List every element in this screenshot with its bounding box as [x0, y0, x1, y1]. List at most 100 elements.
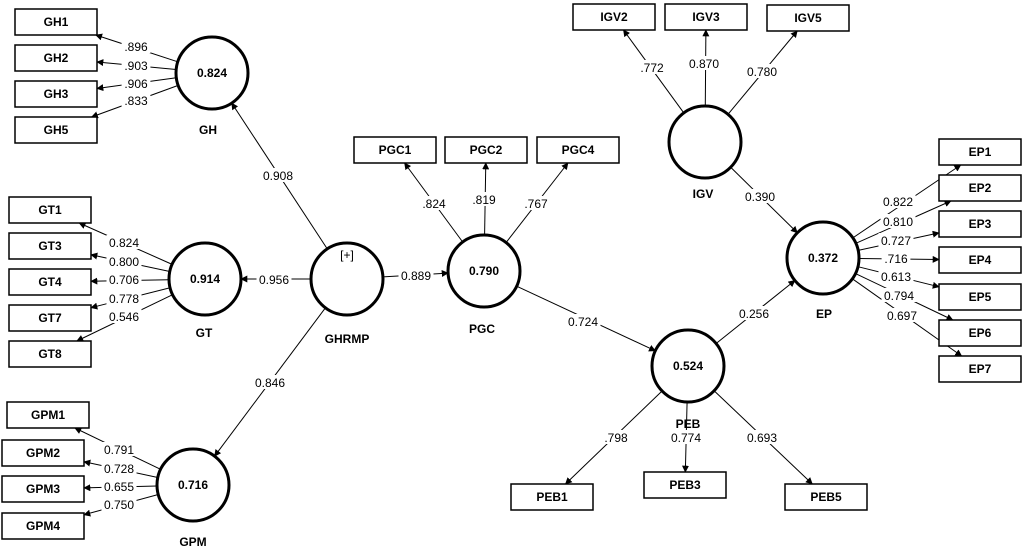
indicator-label-igv5: IGV5 — [794, 11, 822, 25]
path-coef-igv-ep-bg — [742, 189, 778, 203]
loading-value-ep6: 0.794 — [881, 288, 917, 303]
loading-value-ep2-bg — [880, 214, 916, 228]
loading-value-pgc1-text: .824 — [422, 197, 446, 211]
construct-igv[interactable]: IGV — [667, 104, 743, 201]
loading-value-gpm1-text: 0.791 — [104, 443, 134, 457]
construct-ghrmp[interactable]: [+]GHRMP — [309, 241, 385, 346]
indicator-gh2[interactable]: GH2 — [14, 44, 98, 72]
indicator-box-pgc2 — [444, 136, 528, 164]
indicator-box-gt7 — [8, 304, 92, 332]
indicator-label-ep6: EP6 — [969, 326, 992, 340]
indicator-box-gpm2 — [1, 439, 85, 467]
indicator-label-peb1: PEB1 — [536, 490, 568, 504]
indicator-peb5[interactable]: PEB5 — [784, 483, 868, 511]
construct-name-gpm: GPM — [179, 535, 206, 549]
indicator-pgc1[interactable]: PGC1 — [353, 136, 437, 164]
path-coef-peb-ep-text: 0.256 — [739, 307, 769, 321]
indicator-gt7[interactable]: GT7 — [8, 304, 92, 332]
indicator-gh5[interactable]: GH5 — [14, 116, 98, 144]
loading-value-gpm1: 0.791 — [101, 442, 137, 457]
loading-value-gt1: 0.824 — [106, 235, 142, 250]
construct-expand-ghrmp[interactable]: [+] — [340, 248, 354, 262]
indicator-gt8[interactable]: GT8 — [8, 340, 92, 368]
indicator-ep3[interactable]: EP3 — [938, 210, 1022, 238]
path-coef-ghrmp-pgc-bg — [398, 268, 434, 282]
path-coef-peb-ep: 0.256 — [736, 306, 772, 321]
loading-value-ep6-bg — [881, 288, 917, 302]
indicator-box-gt8 — [8, 340, 92, 368]
indicator-label-pgc2: PGC2 — [470, 143, 503, 157]
indicator-pgc2[interactable]: PGC2 — [444, 136, 528, 164]
indicator-label-ep7: EP7 — [969, 362, 992, 376]
path-coef-pgc-peb-text: 0.724 — [568, 315, 598, 329]
indicator-gpm4[interactable]: GPM4 — [1, 512, 85, 540]
indicator-pgc4[interactable]: PGC4 — [536, 136, 620, 164]
path-coef-ghrmp-gt: 0.956 — [256, 272, 292, 287]
indicator-gh3[interactable]: GH3 — [14, 80, 98, 108]
indicator-ep5[interactable]: EP5 — [938, 283, 1022, 311]
indicator-igv2[interactable]: IGV2 — [572, 3, 656, 31]
loading-value-peb5: 0.693 — [744, 430, 780, 445]
indicator-ep4[interactable]: EP4 — [938, 246, 1022, 274]
loading-value-gh3: .906 — [121, 76, 151, 91]
loading-value-gt3: 0.800 — [106, 254, 142, 269]
loading-value-gh1-text: .896 — [124, 40, 148, 54]
indicator-box-gt3 — [8, 232, 92, 260]
indicator-gpm2[interactable]: GPM2 — [1, 439, 85, 467]
indicator-label-gh5: GH5 — [44, 123, 69, 137]
loading-value-igv2-text: .772 — [640, 61, 664, 75]
loading-value-pgc1-bg — [419, 196, 449, 210]
loading-value-ep7-text: 0.697 — [887, 309, 917, 323]
loading-value-ep5: 0.613 — [878, 269, 914, 284]
path-coef-pgc-peb-bg — [565, 314, 601, 328]
indicator-label-peb3: PEB3 — [669, 478, 701, 492]
indicator-gt4[interactable]: GT4 — [8, 268, 92, 296]
indicator-gpm3[interactable]: GPM3 — [1, 475, 85, 503]
loading-value-peb1-bg — [601, 430, 631, 444]
construct-name-ep: EP — [816, 307, 832, 321]
construct-r2-gh: 0.824 — [197, 66, 227, 80]
loading-value-ep3-text: 0.727 — [881, 234, 911, 248]
construct-name-gt: GT — [196, 326, 213, 340]
indicator-label-gpm2: GPM2 — [26, 446, 60, 460]
indicator-ep7[interactable]: EP7 — [938, 355, 1022, 383]
loading-value-pgc1: .824 — [419, 196, 449, 211]
loading-value-peb5-bg — [744, 430, 780, 444]
loading-value-gpm2-bg — [101, 461, 137, 475]
loading-value-ep1: 0.822 — [880, 194, 916, 209]
loading-value-ep4: .716 — [881, 251, 911, 266]
loading-value-gpm1-bg — [101, 442, 137, 456]
path-coef-ghrmp-gh: 0.908 — [260, 168, 296, 183]
construct-r2-peb: 0.524 — [673, 359, 703, 373]
loading-value-ep2-text: 0.810 — [883, 215, 913, 229]
indicator-label-gpm4: GPM4 — [26, 519, 60, 533]
indicator-gpm1[interactable]: GPM1 — [6, 401, 90, 429]
indicator-peb3[interactable]: PEB3 — [643, 471, 727, 499]
indicator-ep1[interactable]: EP1 — [938, 138, 1022, 166]
indicator-box-pgc1 — [353, 136, 437, 164]
indicator-igv5[interactable]: IGV5 — [766, 4, 850, 32]
loading-value-ep5-bg — [878, 269, 914, 283]
indicator-peb1[interactable]: PEB1 — [510, 483, 594, 511]
indicator-ep2[interactable]: EP2 — [938, 174, 1022, 202]
loading-value-igv3: 0.870 — [686, 56, 722, 71]
indicator-igv3[interactable]: IGV3 — [664, 3, 748, 31]
loading-value-gh3-text: .906 — [124, 77, 148, 91]
indicator-gt1[interactable]: GT1 — [8, 196, 92, 224]
loading-value-ep1-text: 0.822 — [883, 195, 913, 209]
loading-value-gt7-text: 0.778 — [109, 292, 139, 306]
indicator-gt3[interactable]: GT3 — [8, 232, 92, 260]
indicator-gh1[interactable]: GH1 — [14, 8, 98, 36]
loading-value-ep1-bg — [880, 194, 916, 208]
indicator-ep6[interactable]: EP6 — [938, 319, 1022, 347]
indicator-box-gh1 — [14, 8, 98, 36]
loading-value-gt8: 0.546 — [106, 309, 142, 324]
loading-value-ep4-text: .716 — [884, 252, 908, 266]
